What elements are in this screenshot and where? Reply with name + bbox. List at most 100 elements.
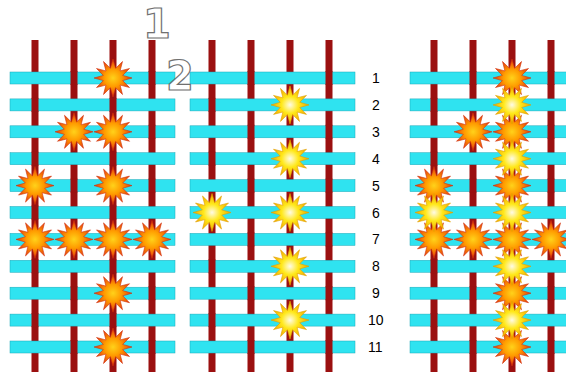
warp-crossing	[209, 152, 216, 166]
warp-crossing	[248, 125, 255, 139]
warp-crossing	[248, 286, 255, 300]
weave-panel	[10, 40, 175, 372]
warp-crossing	[248, 71, 255, 85]
warp-crossing	[71, 340, 78, 354]
crossing-star	[271, 194, 309, 232]
warp-crossing	[248, 232, 255, 246]
crossing-star	[94, 328, 132, 366]
weft-thread	[10, 341, 175, 353]
row-number: 1	[372, 71, 380, 85]
row-number: 5	[372, 179, 380, 193]
warp-crossing	[548, 286, 555, 300]
weft-thread	[10, 72, 175, 84]
weft-thread	[190, 72, 355, 84]
weave-panel	[190, 40, 355, 372]
crossing-star	[454, 220, 492, 258]
crossing-star	[94, 167, 132, 205]
crossing-star	[271, 301, 309, 339]
weft-thread	[410, 260, 566, 272]
warp-crossing	[110, 152, 117, 166]
row-number: 2	[372, 98, 380, 112]
crossing-star	[94, 113, 132, 151]
crossing-star	[94, 274, 132, 312]
warp-crossing	[326, 125, 333, 139]
row-number: 10	[368, 313, 384, 327]
row-number: 4	[372, 152, 380, 166]
warp-crossing	[431, 313, 438, 327]
warp-crossing	[110, 259, 117, 273]
warp-crossing	[470, 71, 477, 85]
warp-crossing	[326, 232, 333, 246]
warp-crossing	[431, 259, 438, 273]
crossing-star	[16, 167, 54, 205]
crossing-star	[271, 247, 309, 285]
weft-thread	[190, 287, 355, 299]
row-number: 11	[368, 340, 383, 354]
weft-thread	[410, 287, 566, 299]
crossing-star	[193, 194, 231, 232]
warp-crossing	[149, 125, 156, 139]
warp-crossing	[248, 340, 255, 354]
warp-crossing	[209, 259, 216, 273]
crossing-star	[271, 140, 309, 178]
warp-crossing	[326, 179, 333, 193]
weft-thread	[10, 207, 175, 219]
warp-crossing	[470, 340, 477, 354]
warp-crossing	[32, 206, 39, 220]
warp-crossing	[548, 71, 555, 85]
crossing-star	[532, 220, 566, 258]
weft-thread	[10, 287, 175, 299]
warp-crossing	[71, 286, 78, 300]
crossing-star	[133, 220, 171, 258]
weft-thread	[10, 260, 175, 272]
warp-crossing	[110, 98, 117, 112]
crossing-star	[493, 86, 531, 124]
weft-thread	[190, 341, 355, 353]
crossing-star	[454, 113, 492, 151]
warp-crossing	[326, 286, 333, 300]
warp-crossing	[32, 259, 39, 273]
weft-thread	[410, 314, 566, 326]
warp-thread	[32, 40, 39, 372]
warp-crossing	[149, 340, 156, 354]
crossing-star	[493, 140, 531, 178]
crossing-star	[493, 301, 531, 339]
warp-crossing	[209, 98, 216, 112]
weft-thread	[410, 99, 566, 111]
row-number: 6	[372, 206, 380, 220]
warp-crossing	[32, 152, 39, 166]
weft-thread	[190, 126, 355, 138]
warp-crossing	[548, 179, 555, 193]
row-number: 3	[372, 125, 380, 139]
crossing-star	[415, 194, 453, 232]
weft-thread	[190, 233, 355, 245]
weft-thread	[190, 180, 355, 192]
warp-crossing	[326, 71, 333, 85]
crossing-star	[271, 86, 309, 124]
weft-thread	[410, 153, 566, 165]
crossing-star	[16, 220, 54, 258]
weft-thread	[10, 314, 175, 326]
warp-crossing	[149, 179, 156, 193]
panel-number: 2	[166, 56, 194, 96]
warp-crossing	[71, 179, 78, 193]
warp-crossing	[548, 340, 555, 354]
warp-crossing	[470, 286, 477, 300]
warp-crossing	[431, 152, 438, 166]
crossing-star	[493, 247, 531, 285]
warp-crossing	[209, 313, 216, 327]
row-number: 9	[372, 286, 380, 300]
panel-number: 1	[143, 4, 171, 44]
weft-thread	[410, 341, 566, 353]
weave-panel	[410, 40, 566, 372]
warp-crossing	[32, 313, 39, 327]
warp-crossing	[470, 179, 477, 193]
crossing-star	[493, 194, 531, 232]
warp-crossing	[110, 313, 117, 327]
row-number: 7	[372, 232, 380, 246]
crossing-star	[55, 113, 93, 151]
crossing-star	[94, 59, 132, 97]
crossing-star	[94, 220, 132, 258]
